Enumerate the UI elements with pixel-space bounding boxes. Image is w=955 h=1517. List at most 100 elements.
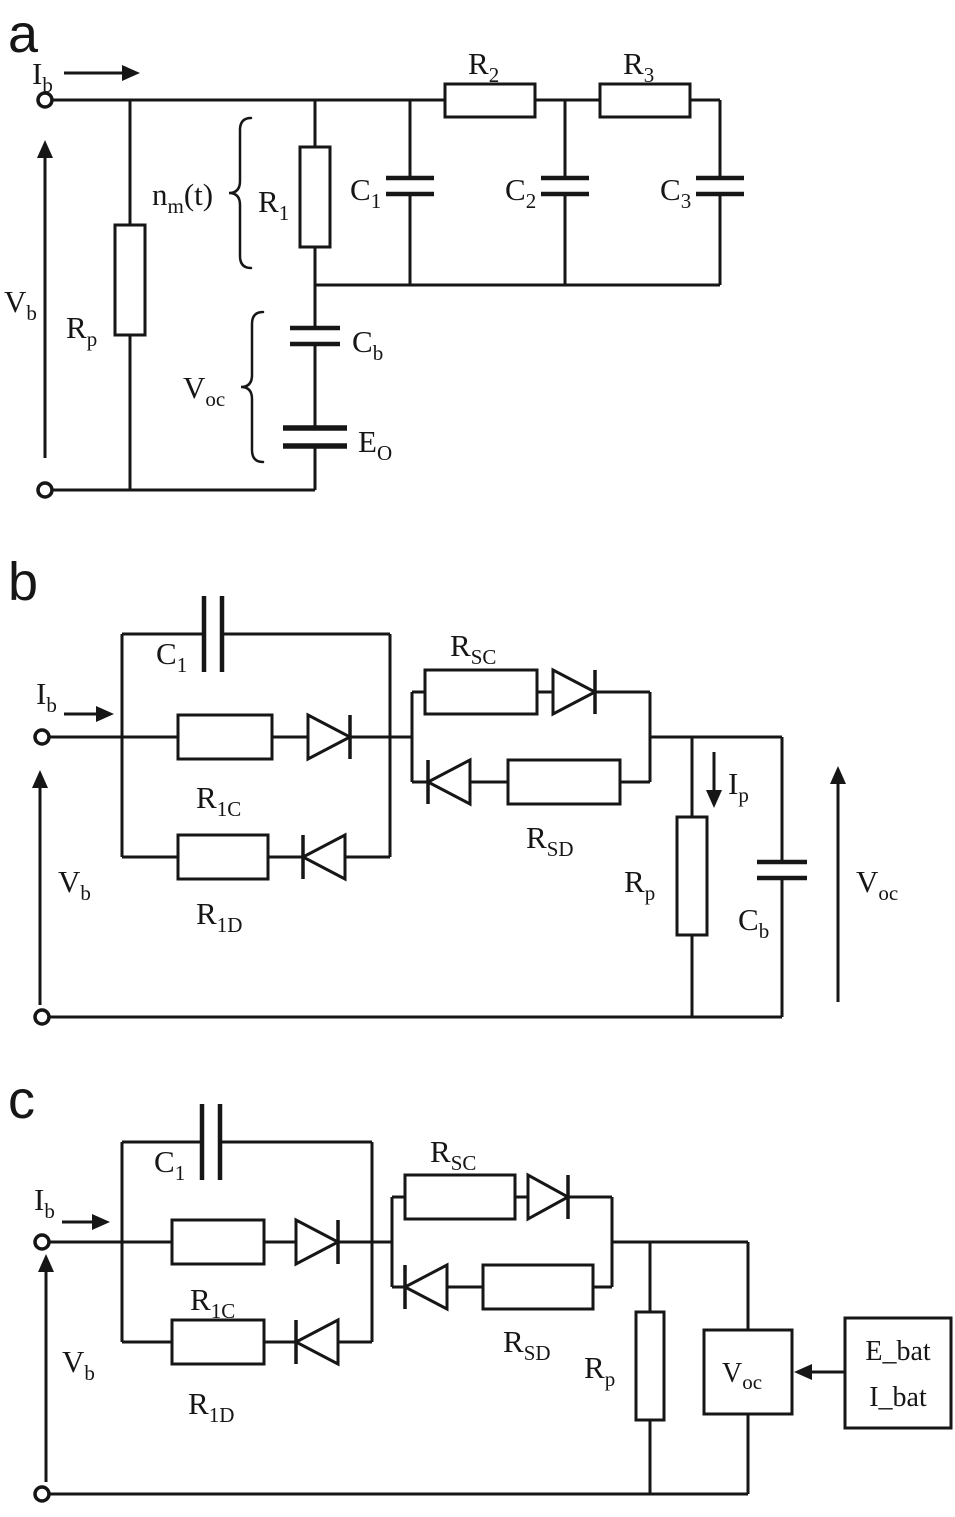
label-voc-c: Voc (722, 1358, 762, 1394)
label-r2: R2 (468, 46, 499, 87)
label-ibat: I_bat (869, 1382, 927, 1413)
diode-r1c-b (306, 712, 354, 762)
terminal-top-a (36, 91, 54, 109)
resistor-r1c-b (176, 713, 274, 761)
resistor-r1d-c (170, 1318, 266, 1366)
label-ib-c: Ib (34, 1182, 55, 1223)
resistor-rp-b (675, 815, 709, 937)
resistor-rp-a (113, 223, 147, 337)
diode-rsd-b (424, 757, 472, 807)
label-ib-a: Ib (32, 56, 53, 97)
terminal-bottom-b (33, 1008, 51, 1026)
ib-arrow-b (64, 706, 114, 722)
arrowhead-up-icon (830, 766, 846, 784)
resistor-rsc-b (423, 668, 539, 716)
arrowhead-left-icon (794, 1364, 812, 1380)
vb-arrow-a (37, 140, 53, 458)
arrowhead-down-icon (706, 790, 722, 808)
voc-arrow-b (830, 766, 846, 1002)
capacitor-c3 (696, 175, 744, 197)
resistor-r1c-c (170, 1218, 266, 1266)
capacitor-c1-c (199, 1104, 223, 1180)
panel-b-wires (49, 632, 784, 1019)
brace-nm (228, 116, 253, 270)
diode-rsd-c (401, 1262, 449, 1312)
diode-r1d-c (292, 1317, 340, 1367)
label-ib-b: Ib (36, 676, 57, 717)
capacitor-c2 (541, 175, 589, 197)
resistor-rp-c (634, 1310, 666, 1422)
resistor-rsd-c (481, 1263, 595, 1311)
label-rsc-c: RSC (430, 1134, 476, 1175)
label-rsd-b: RSD (526, 820, 574, 861)
label-voc-a: Voc (183, 370, 225, 411)
resistor-rsc-c (403, 1173, 517, 1221)
terminal-top-b (33, 728, 51, 746)
label-voc-b: Voc (856, 864, 898, 905)
arrowhead-right-icon (92, 1214, 110, 1230)
resistor-rsd-b (506, 758, 622, 806)
arrowhead-up-icon (37, 140, 53, 158)
capacitor-c1-a (386, 175, 434, 197)
label-r1c-c: R1C (190, 1282, 235, 1323)
ip-arrow-b (706, 752, 722, 808)
vb-arrow-b (32, 770, 48, 1005)
resistor-r1 (298, 145, 332, 249)
capacitor-cb-a (290, 325, 340, 347)
source-eo (283, 425, 347, 449)
label-r3: R3 (623, 46, 654, 87)
capacitor-c1-b (201, 596, 225, 672)
terminal-bottom-a (36, 481, 54, 499)
label-vb-b: Vb (58, 864, 91, 905)
arrowhead-up-icon (38, 1254, 54, 1272)
label-cb-a: Cb (352, 324, 383, 365)
arrowhead-right-icon (96, 706, 114, 722)
label-ebat: E_bat (865, 1336, 931, 1367)
label-rsc-b: RSC (450, 628, 496, 669)
label-eo: EO (358, 424, 392, 465)
ebat-to-voc-arrow (794, 1364, 845, 1380)
panel-b-letter: b (8, 552, 38, 612)
panel-a-letter: a (8, 4, 39, 64)
label-rsd-c: RSD (503, 1324, 551, 1365)
resistor-r1d-b (176, 833, 270, 881)
label-r1d-b: R1D (196, 896, 242, 937)
label-r1c-b: R1C (196, 780, 241, 821)
brace-voc (240, 310, 265, 464)
label-ip-b: Ip (728, 766, 749, 807)
label-vb-c: Vb (62, 1344, 95, 1385)
ib-arrow-c (62, 1214, 110, 1230)
label-c1-b: C1 (156, 636, 187, 677)
label-rp-a: Rp (66, 310, 97, 351)
label-cb-b: Cb (738, 902, 769, 943)
panel-b: b C1 Ib R1C R1D (8, 552, 898, 1026)
panel-c-letter: c (8, 1070, 35, 1130)
vb-arrow-c (38, 1254, 54, 1482)
label-c1-a: C1 (350, 172, 381, 213)
label-vb-a: Vb (4, 284, 37, 325)
terminal-bottom-c (33, 1485, 51, 1503)
voc-block-c (702, 1328, 794, 1416)
ib-arrow-a (64, 65, 140, 81)
terminal-top-c (33, 1233, 51, 1251)
label-rp-b: Rp (624, 864, 655, 905)
panel-a: a Ib Vb Rp R1 nm(t) R2 R3 (4, 4, 744, 499)
label-c2: C2 (505, 172, 536, 213)
diode-r1d-b (299, 832, 347, 882)
label-c3: C3 (660, 172, 691, 213)
arrowhead-up-icon (32, 770, 48, 788)
arrowhead-right-icon (122, 65, 140, 81)
panel-a-wires (52, 98, 722, 492)
diode-r1c-c (294, 1217, 342, 1267)
ebat-ibat-block (843, 1316, 953, 1430)
label-c1-c: C1 (154, 1144, 185, 1185)
diode-rsc-c (526, 1172, 572, 1222)
capacitor-cb-b (757, 859, 807, 881)
diode-rsc-b (551, 667, 599, 717)
label-r1: R1 (258, 184, 289, 225)
label-r1d-c: R1D (188, 1386, 234, 1427)
panel-c-wires (49, 1140, 750, 1496)
resistor-r2 (443, 82, 537, 119)
